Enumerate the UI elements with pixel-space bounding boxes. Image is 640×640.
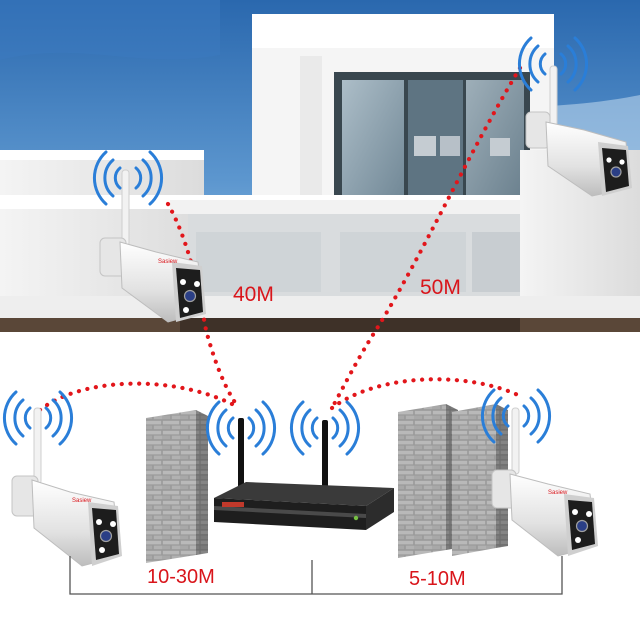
house-photo [0,0,640,332]
camera-icon: Sasiew [99,169,206,323]
brand-text: Sasiew [158,259,178,265]
distance-label-bottom-right: 5-10M [409,568,466,590]
building-upper [252,14,554,220]
distance-label-top-right: 50M [420,276,461,299]
distance-bracket [69,556,563,595]
brick-wall-icon [146,410,208,563]
svg-text:Sasiew: Sasiew [72,498,92,504]
link-bottom-right-camera [329,377,523,411]
nvr-icon [214,418,394,530]
brick-wall-icon [398,404,508,558]
link-bottom-left-camera [37,381,235,413]
svg-text:Sasiew: Sasiew [548,490,568,496]
link-lines [37,65,523,413]
camera-icon: Sasiew [11,407,122,567]
camera-icon [525,65,632,197]
distance-label-bottom-left: 10-30M [147,566,215,588]
distance-label-top-left: 40M [233,283,274,306]
camera-icon: Sasiew [491,407,598,557]
